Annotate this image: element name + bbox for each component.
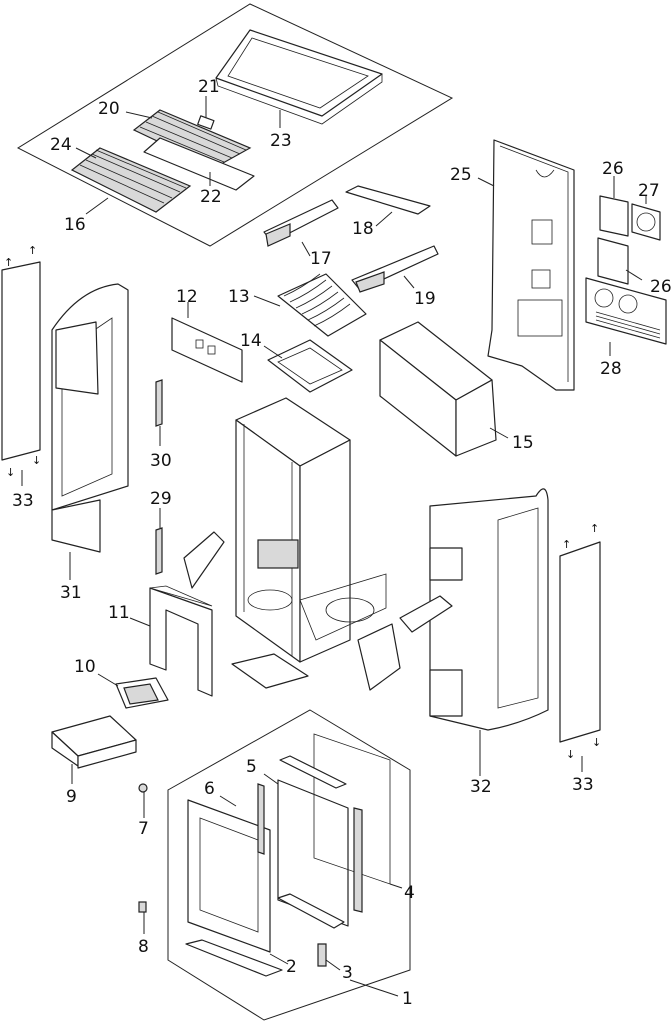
part-17-bracket	[263, 199, 339, 247]
label-15: 15	[512, 433, 534, 453]
label-22: 22	[200, 187, 222, 207]
part-21-handle	[197, 115, 215, 130]
part-29-rail	[155, 527, 163, 575]
part-2-bottom-rail	[185, 939, 283, 977]
label-16: 16	[64, 215, 86, 235]
part-23-top-tray	[215, 29, 383, 125]
part-11-side-bracket	[149, 585, 213, 697]
part-4-rail	[353, 807, 363, 913]
part-13-heat-exchanger	[277, 273, 367, 337]
label-33-left: 33	[12, 491, 34, 511]
label-18: 18	[352, 219, 374, 239]
svg-text:↑: ↑	[4, 256, 13, 269]
label-12: 12	[176, 287, 198, 307]
label-9: 9	[66, 787, 77, 807]
label-33-right: 33	[572, 775, 594, 795]
part-5-glass-panel	[277, 779, 349, 927]
part-28-vent-grille	[585, 277, 667, 345]
glass-rail-bottom	[277, 893, 345, 929]
ash-pan-tray	[231, 653, 309, 689]
label-21: 21	[198, 77, 220, 97]
part-12-panel	[171, 317, 243, 383]
part-labels: 21 20 23 24 22 16 25 26 27 26 28 17 18 1…	[12, 77, 672, 1009]
part-26-cover-plate	[599, 195, 629, 237]
leader-lines	[21, 96, 647, 997]
part-31-left-side-cover	[51, 283, 129, 553]
label-8: 8	[138, 937, 149, 957]
label-23: 23	[270, 131, 292, 151]
label-25: 25	[450, 165, 472, 185]
svg-text:↑: ↑	[590, 522, 599, 535]
svg-text:↓: ↓	[32, 454, 41, 467]
svg-text:↑: ↑	[562, 538, 571, 551]
label-30: 30	[150, 451, 172, 471]
stove-main-frame	[235, 397, 387, 663]
label-29: 29	[150, 489, 172, 509]
label-10: 10	[74, 657, 96, 677]
outlet-plate	[357, 623, 401, 691]
part-10-ash-pan	[115, 677, 169, 709]
part-8-clip	[138, 901, 147, 913]
part-16-grate	[70, 147, 192, 213]
label-14: 14	[240, 331, 262, 351]
label-26: 26	[602, 159, 624, 179]
label-20: 20	[98, 99, 120, 119]
part-19-bracket	[351, 245, 439, 293]
part-9-drawer	[51, 715, 137, 769]
outlet-duct	[399, 595, 453, 633]
door-assembly-group-outline	[167, 709, 411, 1021]
label-2: 2	[286, 957, 297, 977]
label-5: 5	[246, 757, 257, 777]
part-7-knob	[138, 783, 148, 793]
part-14-gasket	[267, 339, 353, 393]
part-33-right-side-panel: ↑ ↑ ↓ ↓	[559, 522, 601, 761]
part-25-back-panel	[487, 139, 575, 391]
svg-text:↓: ↓	[592, 736, 601, 749]
label-7: 7	[138, 819, 149, 839]
part-6-door-rail	[257, 783, 265, 855]
part-18-strip	[345, 185, 431, 215]
part-6-door-frame	[187, 799, 271, 953]
svg-text:↓: ↓	[6, 466, 15, 479]
part-3-hinge	[317, 943, 327, 967]
label-31: 31	[60, 583, 82, 603]
part-26-cover-plate-lower	[597, 237, 629, 285]
label-17: 17	[310, 249, 332, 269]
ash-pan-deflector	[183, 531, 225, 589]
label-1: 1	[402, 989, 413, 1009]
label-24: 24	[50, 135, 72, 155]
part-32-right-side-cover	[429, 488, 549, 731]
label-26-lower: 26	[650, 277, 672, 297]
part-33-left-side-panel: ↑ ↑ ↓ ↓	[1, 244, 41, 479]
label-4: 4	[404, 883, 415, 903]
label-19: 19	[414, 289, 436, 309]
label-11: 11	[108, 603, 130, 623]
label-3: 3	[342, 963, 353, 983]
top-assembly-group-outline	[16, 3, 454, 247]
label-28: 28	[600, 359, 622, 379]
label-27: 27	[638, 181, 660, 201]
svg-text:↑: ↑	[28, 244, 37, 257]
svg-text:↓: ↓	[566, 748, 575, 761]
label-32: 32	[470, 777, 492, 797]
part-22-plate	[143, 137, 255, 191]
glass-rail-top	[279, 755, 347, 789]
part-15-box	[379, 321, 497, 457]
label-13: 13	[228, 287, 250, 307]
part-30-rail	[155, 379, 163, 427]
part-27-gasket	[631, 203, 661, 241]
label-6: 6	[204, 779, 215, 799]
